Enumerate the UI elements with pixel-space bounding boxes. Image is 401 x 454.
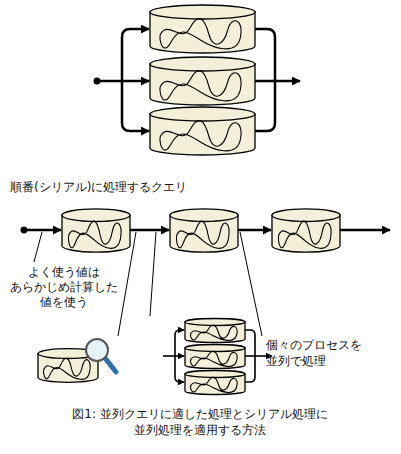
leader-line (34, 232, 42, 262)
magnifier-lens (86, 339, 108, 361)
flow-line (163, 355, 175, 357)
flow-arrow (175, 330, 184, 356)
database-cylinder (272, 209, 340, 252)
flow-line (245, 356, 255, 382)
serial-query (21, 209, 391, 252)
flow-arrow (122, 81, 149, 131)
flow-arrow (175, 356, 184, 382)
flow-arrow (238, 229, 271, 232)
flow-arrow (130, 229, 169, 232)
parallel-process (163, 319, 272, 395)
database-cylinder (150, 107, 255, 155)
database-cylinder (170, 209, 238, 252)
flow-line (97, 80, 122, 83)
database-cylinder (150, 5, 255, 53)
flow-arrow (175, 355, 184, 357)
flow-arrow (340, 229, 390, 232)
database-cylinder (185, 345, 245, 369)
flow-line (245, 330, 255, 356)
magnifier-handle (105, 358, 116, 372)
leader-line (118, 232, 136, 336)
database-cylinder (185, 371, 245, 395)
parallel-query (94, 5, 301, 155)
lookup-icon (38, 339, 116, 382)
flow-arrow (122, 29, 149, 81)
callout-note: よく使う値は あらかじめ計算した 値を使う (10, 265, 118, 310)
flow-arrow (255, 80, 300, 83)
database-cylinder (150, 57, 255, 105)
callout-note: 個々のプロセスを 並列で処理 (266, 337, 362, 369)
leader-line (150, 232, 156, 316)
flow-arrow (122, 80, 149, 83)
database-cylinder (185, 319, 245, 343)
flow-line (255, 29, 275, 81)
section-heading: 順番(シリアル)に処理するクエリ (10, 180, 187, 195)
database-cylinder (62, 209, 130, 252)
flow-arrow (24, 229, 61, 232)
flow-line (255, 81, 275, 131)
figure-caption: 図1: 並列クエリに適した処理とシリアル処理に 並列処理を適用する方法 (50, 406, 350, 438)
